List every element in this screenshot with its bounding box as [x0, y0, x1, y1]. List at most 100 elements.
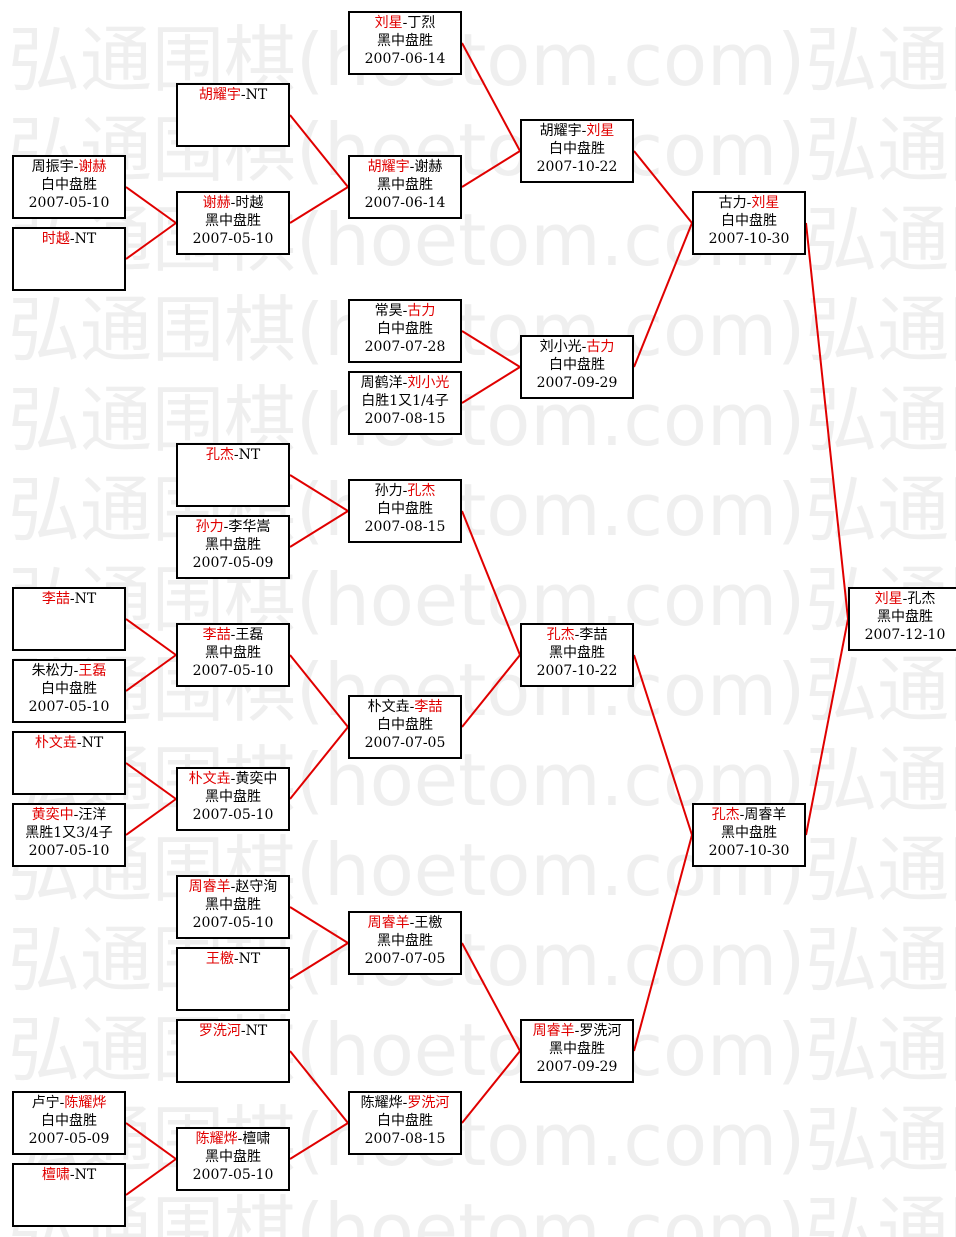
bracket-connector: [125, 1122, 177, 1160]
match-result: 白中盘胜: [41, 681, 97, 697]
match-result: 黑中盘胜: [377, 933, 433, 949]
player-black: 胡耀宇: [539, 123, 582, 139]
player-separator: -: [73, 663, 79, 679]
match-players: 卢宁-陈耀烨: [14, 1094, 124, 1112]
player-separator: -: [739, 807, 745, 823]
player-white: 檀啸: [242, 1131, 271, 1147]
watermark-row: 弘通围棋(hoetom.com)弘通围棋(hoetom.com): [8, 558, 956, 642]
match-players: 周振宇-谢赫: [14, 158, 124, 176]
player-separator: -: [402, 15, 408, 31]
match-result: 白中盘胜: [41, 177, 97, 193]
player-separator: -: [240, 87, 246, 103]
match-date: 2007-07-28: [364, 339, 446, 355]
match-date: 2007-10-30: [708, 231, 790, 247]
match-box: 朴文垚-NT: [12, 731, 126, 795]
match-players: 朴文垚-李喆: [350, 698, 460, 716]
match-players: 黄奕中-汪洋: [14, 806, 124, 824]
bracket-connector: [633, 834, 693, 1052]
match-date: 2007-05-10: [192, 807, 274, 823]
player-separator: -: [240, 1023, 246, 1039]
player-black: 谢赫: [202, 195, 231, 211]
bracket-connector: [289, 114, 349, 188]
match-players: 陈耀烨-罗洗河: [350, 1094, 460, 1112]
match-date: 2007-09-29: [536, 1059, 618, 1075]
player-separator: -: [402, 483, 408, 499]
bracket-connector: [289, 186, 349, 224]
match-box: 孙力-孔杰白中盘胜 2007-08-15: [348, 479, 462, 543]
match-result: 黑中盘胜: [205, 537, 261, 553]
match-players: 周鹤洋-刘小光: [350, 374, 460, 392]
bracket-connector: [289, 906, 349, 944]
player-black: 李喆: [202, 627, 231, 643]
match-players: 朴文垚-黄奕中: [178, 770, 288, 788]
player-white: 古力: [407, 303, 436, 319]
player-white: 赵守洵: [235, 879, 278, 895]
player-white: 孔杰: [407, 483, 436, 499]
player-white: NT: [245, 87, 268, 103]
match-players: 陈耀烨-檀啸: [178, 1130, 288, 1148]
match-players: 李喆-NT: [14, 590, 124, 608]
player-separator: -: [223, 519, 229, 535]
player-black: 古力: [718, 195, 747, 211]
player-white: 孔杰: [907, 591, 936, 607]
player-black: 孙力: [195, 519, 224, 535]
player-separator: -: [73, 807, 79, 823]
player-white: 罗洗河: [407, 1095, 450, 1111]
match-result: 黑中盘胜: [205, 897, 261, 913]
match-players: 孔杰-NT: [178, 446, 288, 464]
match-box: 王檄-NT: [176, 947, 290, 1011]
match-result: 黑中盘胜: [205, 1149, 261, 1165]
match-players: 胡耀宇-谢赫: [350, 158, 460, 176]
player-white: 刘小光: [407, 375, 450, 391]
player-black: 刘小光: [539, 339, 582, 355]
match-result: 白中盘胜: [377, 1113, 433, 1129]
player-black: 孙力: [374, 483, 403, 499]
player-black: 常昊: [374, 303, 403, 319]
match-result: 白中盘胜: [41, 1113, 97, 1129]
player-separator: -: [574, 1023, 580, 1039]
player-black: 卢宁: [31, 1095, 60, 1111]
match-result: 白胜1又1/4子: [361, 393, 449, 409]
match-players: 周睿羊-罗洗河: [522, 1022, 632, 1040]
bracket-connector: [125, 186, 177, 224]
match-players: 刘星-孔杰: [850, 590, 956, 608]
match-date: 2007-05-10: [192, 231, 274, 247]
player-black: 胡耀宇: [367, 159, 410, 175]
player-white: 丁烈: [407, 15, 436, 31]
watermark-row: 弘通围棋(hoetom.com)弘通围棋(hoetom.com): [8, 288, 956, 372]
match-date: 2007-10-22: [536, 663, 618, 679]
player-separator: -: [902, 591, 908, 607]
match-result: 黑中盘胜: [377, 33, 433, 49]
match-result: 黑胜1又3/4子: [25, 825, 113, 841]
player-separator: -: [233, 951, 239, 967]
bracket-connector: [805, 618, 849, 836]
player-black: 胡耀宇: [198, 87, 241, 103]
watermark-row: 弘通围棋(hoetom.com)弘通围棋(hoetom.com): [8, 1188, 956, 1237]
player-white: 王磊: [78, 663, 107, 679]
match-box: 罗洗河-NT: [176, 1019, 290, 1083]
match-result: 黑中盘胜: [205, 213, 261, 229]
match-result: 黑中盘胜: [549, 645, 605, 661]
bracket-connector: [289, 510, 349, 548]
player-separator: -: [230, 771, 236, 787]
player-white: 时越: [235, 195, 264, 211]
match-players: 孙力-李华嵩: [178, 518, 288, 536]
watermark-row: 弘通围棋(hoetom.com)弘通围棋(hoetom.com): [8, 1008, 956, 1092]
player-separator: -: [73, 159, 79, 175]
bracket-connector: [125, 1158, 177, 1196]
player-black: 孔杰: [205, 447, 234, 463]
match-date: 2007-10-22: [536, 159, 618, 175]
match-date: 2007-08-15: [364, 519, 446, 535]
match-box: 胡耀宇-NT: [176, 83, 290, 147]
match-result: 白中盘胜: [377, 501, 433, 517]
bracket-connector: [461, 654, 521, 728]
